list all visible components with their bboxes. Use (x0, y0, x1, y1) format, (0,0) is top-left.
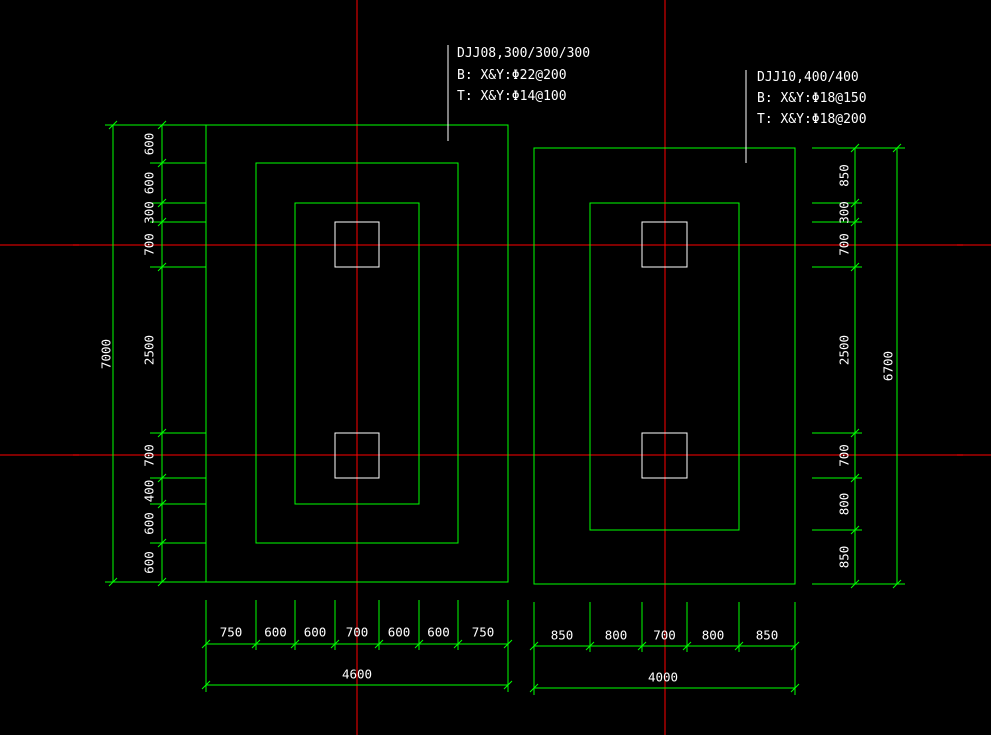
footing-a-total-width-label: 4600 (342, 667, 372, 682)
footing-a-left-dimension-label: 600 (142, 551, 157, 574)
footing-a-left-dimension-label: 700 (142, 444, 157, 467)
footing-a-bottom-dimension-tick (503, 639, 513, 649)
footing-b-right-dimension-tick (850, 525, 860, 535)
footing-a-bottom-dimension-label: 600 (427, 625, 450, 640)
footing-a-left-dimension-label: 700 (142, 233, 157, 256)
footing-a-outer-step (205, 124, 509, 583)
footing-b-right-dimension-tick (850, 262, 860, 272)
footing-a-left-dimension-tick (157, 158, 167, 168)
dimension-lines: 600 600 300 700 2500 700 400 600 600 7000 750 600 60… (99, 120, 905, 695)
footing-b-total-tick (892, 579, 902, 589)
footing-a-total-tick (108, 120, 118, 130)
footing-b-right-dimension-tick (850, 217, 860, 227)
footing-a-bottom-dimension-tick (251, 639, 261, 649)
footing-b-bottom-dimension-tick (734, 641, 744, 651)
footing-a-left-dimension-tick (157, 217, 167, 227)
footing-b-bottom-dimension-tick (790, 641, 800, 651)
footing-a-total-tick (108, 577, 118, 587)
footing-a-left-dimension-label: 600 (142, 172, 157, 195)
footing-a-bottom-dimension-tick (374, 639, 384, 649)
footing-a-left-dimension-tick (157, 198, 167, 208)
footing-b: DJJ10,400/400 B: X&Y:Φ18@150 T: X&Y:Φ18@… (533, 70, 867, 585)
footing-b-bottom-dimension-tick (585, 641, 595, 651)
footing-b-right-dimension-tick (850, 428, 860, 438)
footing-b-bottom-dimension-tick (682, 641, 692, 651)
footing-a-label-line2: B: X&Y:Φ22@200 (457, 68, 567, 83)
footing-a-left-dimension-label: 600 (142, 512, 157, 535)
footing-a-total-width-tick (201, 680, 211, 690)
footing-b-bottom-dimension-tick (637, 641, 647, 651)
footing-a-label-line3: T: X&Y:Φ14@100 (457, 89, 567, 104)
footing-b-right-dimension-label: 300 (837, 201, 852, 224)
footing-b-total-height-label: 6700 (881, 351, 896, 381)
footing-a-label-line1: DJJ08,300/300/300 (457, 46, 590, 61)
footing-b-right-dimension-tick (850, 473, 860, 483)
footing-b-outer-step (533, 147, 796, 585)
footing-a-bottom-dimension-tick (201, 639, 211, 649)
footing-a-bottom-dimension-label: 700 (346, 625, 369, 640)
footing-b-bottom-dimension-label: 850 (756, 628, 779, 643)
footing-a-inner-step (294, 202, 420, 505)
footing-b-right-dimension-label: 2500 (837, 335, 852, 365)
footing-b-inner-step (589, 202, 740, 531)
footing-a-bottom-dimension-tick (330, 639, 340, 649)
footing-a-bottom-dimension-label: 750 (472, 625, 495, 640)
footing-b-bottom-dimension-tick (529, 641, 539, 651)
footing-a-left-dimension-tick (157, 499, 167, 509)
footing-b-label-line1: DJJ10,400/400 (757, 70, 859, 85)
footing-a-bottom-dimension-label: 600 (304, 625, 327, 640)
footing-a-bottom-dimension-tick (414, 639, 424, 649)
footing-a-left-dimension-label: 300 (142, 201, 157, 224)
footing-a-bottom-dimension-label: 600 (388, 625, 411, 640)
footing-b-right-dimension-tick (850, 198, 860, 208)
footing-a-left-dimension-label: 600 (142, 133, 157, 156)
footing-b-right-dimension-label: 850 (837, 164, 852, 187)
footing-b-bottom-dimension-label: 800 (702, 628, 725, 643)
footing-b-right-dimension-label: 700 (837, 444, 852, 467)
footing-a-left-dimension-label: 2500 (142, 335, 157, 365)
column-b-top (641, 221, 688, 268)
footing-b-label-line2: B: X&Y:Φ18@150 (757, 91, 867, 106)
footing-a-bottom-dimension-label: 750 (220, 625, 243, 640)
footing-b-total-width-tick (790, 683, 800, 693)
footing-a-total-width-tick (503, 680, 513, 690)
footing-a-total-height-label: 7000 (99, 339, 114, 369)
column-a-top (334, 221, 380, 268)
footing-a-left-dimension-tick (157, 428, 167, 438)
footing-a-left-dimension-tick (157, 538, 167, 548)
footing-b-total-width-tick (529, 683, 539, 693)
footing-a-bottom-dimension-tick (290, 639, 300, 649)
footing-b-right-dimension-label: 850 (837, 546, 852, 569)
footing-b-right-dimension-label: 700 (837, 233, 852, 256)
footing-b-bottom-dimension-label: 800 (605, 628, 628, 643)
footing-b-bottom-dimension-label: 850 (551, 628, 574, 643)
footing-b-label-line3: T: X&Y:Φ18@200 (757, 112, 867, 127)
footing-a-bottom-dimension-tick (453, 639, 463, 649)
footing-a: DJJ08,300/300/300 B: X&Y:Φ22@200 T: X&Y:… (205, 45, 590, 583)
footing-a-bottom-dimension-label: 600 (264, 625, 287, 640)
footing-b-total-width-label: 4000 (648, 670, 678, 685)
column-b-bottom (641, 432, 688, 479)
footing-a-middle-step (255, 162, 459, 544)
footing-b-right-dimension-label: 800 (837, 493, 852, 516)
footing-b-bottom-dimension-label: 700 (653, 628, 676, 643)
footing-a-left-dimension-tick (157, 262, 167, 272)
footing-a-left-dimension-tick (157, 473, 167, 483)
footing-a-left-dimension-label: 400 (142, 480, 157, 503)
footing-b-total-tick (892, 143, 902, 153)
column-a-bottom (334, 432, 380, 479)
